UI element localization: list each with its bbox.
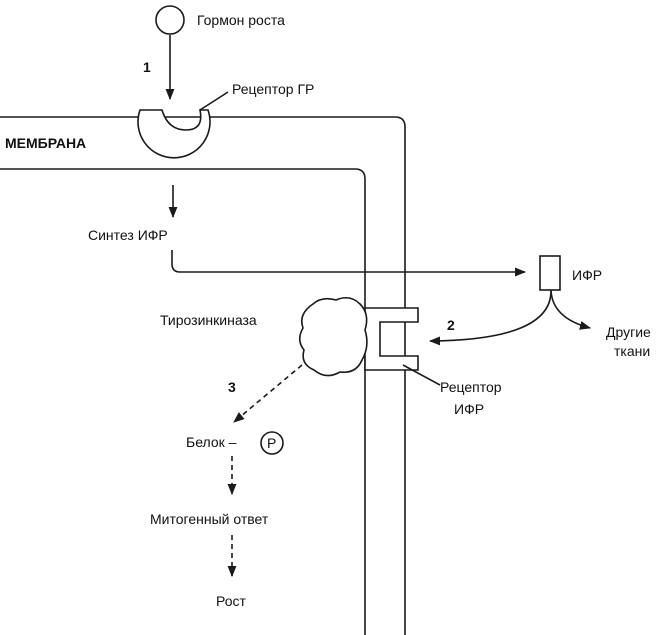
hormone-label: Гормон роста bbox=[197, 12, 285, 28]
tyrosine-kinase-label: Тирозинкиназа bbox=[160, 312, 257, 328]
arrow-kinase-to-protein bbox=[233, 364, 303, 423]
tyrosine-kinase-shape bbox=[298, 296, 368, 377]
phosphate-circle bbox=[260, 431, 284, 455]
gh-receptor-pointer bbox=[199, 91, 229, 111]
igf-receptor-label-2: ИФР bbox=[454, 401, 484, 417]
mitogenic-response-label: Митогенный ответ bbox=[150, 511, 269, 527]
gh-receptor-label: Рецептор ГР bbox=[232, 81, 314, 97]
igf-receptor-shape bbox=[364, 307, 419, 371]
gh-receptor-shape bbox=[137, 109, 211, 159]
arrow-synthesis-to-igf bbox=[171, 250, 527, 277]
other-tissues-label-2: ткани bbox=[614, 343, 650, 359]
growth-hormone-circle bbox=[155, 5, 185, 35]
growth-label: Рост bbox=[216, 593, 247, 609]
igf-box bbox=[539, 255, 561, 291]
arrow-igf-to-other-tissues bbox=[550, 289, 592, 330]
membrane-inner-line bbox=[0, 168, 366, 635]
step-2-label: 2 bbox=[447, 317, 455, 333]
igf-synthesis-label: Синтез ИФР bbox=[88, 227, 168, 243]
igf-receptor-pointer bbox=[402, 364, 441, 386]
step-3-label: 3 bbox=[228, 379, 236, 395]
arrow-igf-to-receptor bbox=[428, 289, 552, 346]
igf-label: ИФР bbox=[572, 267, 602, 283]
protein-label: Белок – bbox=[186, 434, 237, 450]
membrane-label: МЕМБРАНА bbox=[5, 135, 86, 151]
step-1-label: 1 bbox=[143, 59, 151, 75]
other-tissues-label-1: Другие bbox=[606, 324, 651, 340]
membrane-outer-line bbox=[0, 116, 406, 635]
igf-receptor-label-1: Рецептор bbox=[440, 379, 502, 395]
phosphate-label: P bbox=[267, 435, 276, 451]
